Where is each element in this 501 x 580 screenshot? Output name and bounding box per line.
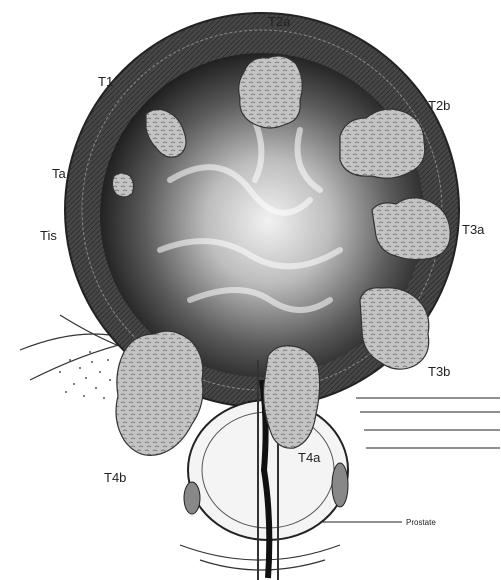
label-t3a: T3a xyxy=(462,222,485,237)
label-t2b: T2b xyxy=(428,98,450,113)
tumor-t2a xyxy=(239,56,303,128)
tumor-ta xyxy=(112,173,133,197)
label-t4a: T4a xyxy=(298,450,321,465)
tumor-t3a xyxy=(372,198,450,260)
label-prostate: Prostate xyxy=(406,518,436,527)
label-tis: Tis xyxy=(40,228,57,243)
label-t4b: T4b xyxy=(104,470,126,485)
seminal-vesicle-left xyxy=(184,482,200,514)
label-ta: Ta xyxy=(52,166,67,181)
label-t1: T1 xyxy=(98,74,113,89)
seminal-vesicle-right xyxy=(332,463,348,507)
tumor-t4a xyxy=(264,346,320,448)
label-t2a: T2a xyxy=(268,14,291,29)
label-t3b: T3b xyxy=(428,364,450,379)
